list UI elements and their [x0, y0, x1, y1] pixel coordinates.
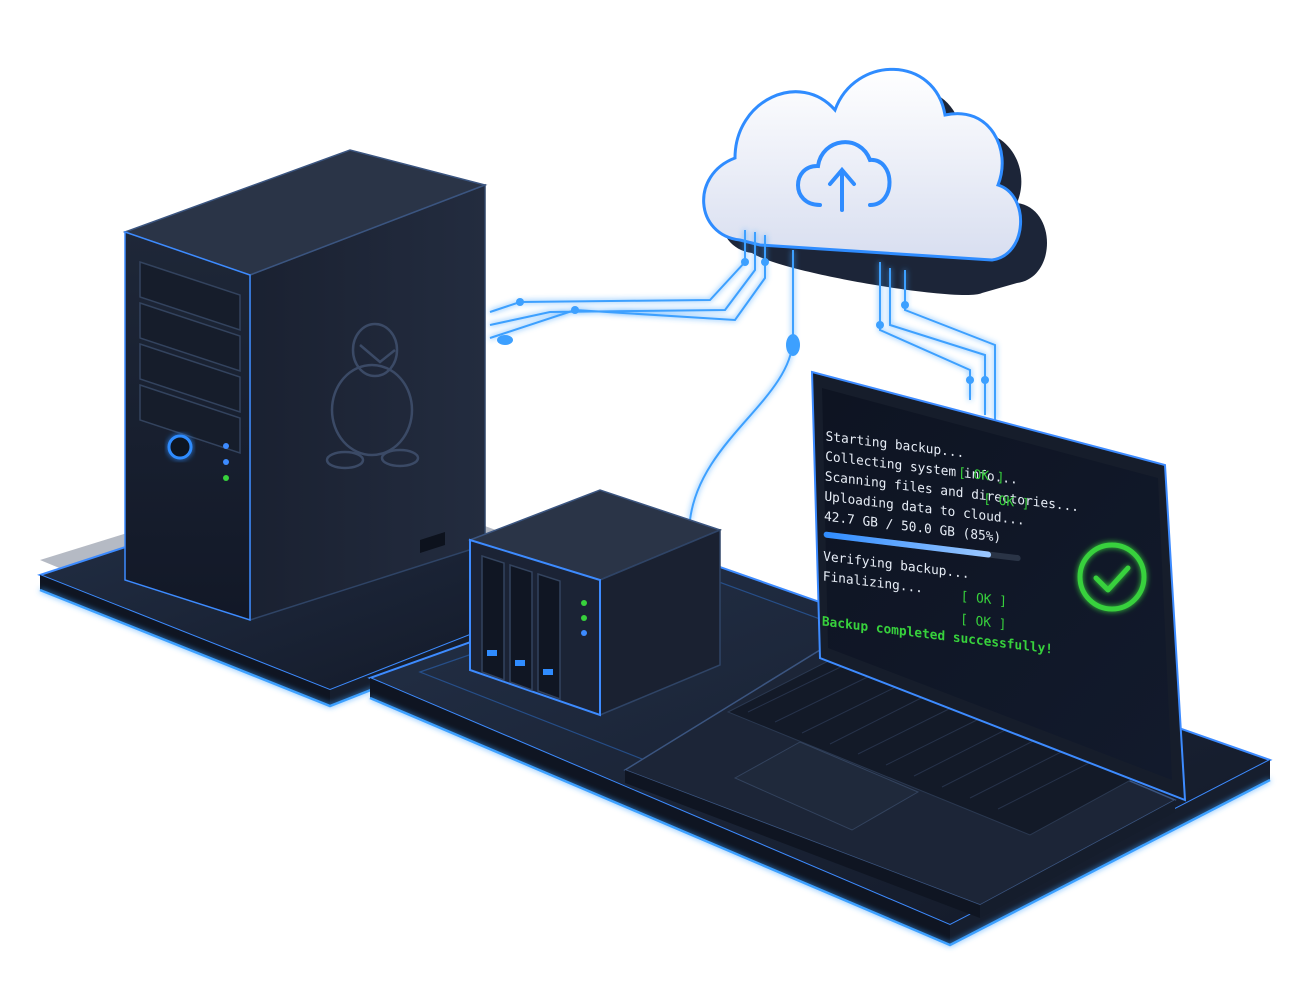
status-led [581, 600, 587, 606]
cloud-upload-icon [796, 140, 892, 212]
trackpad [733, 741, 920, 831]
status-led [581, 615, 587, 621]
nas-drive-bays [481, 554, 561, 701]
terminal-status: [ OK ] [960, 612, 1007, 633]
connection-nodes [497, 258, 989, 384]
drive-bays [139, 260, 241, 455]
power-button-icon [167, 434, 193, 460]
terminal-status: [ OK ] [961, 589, 1008, 610]
check-circle-icon [1077, 542, 1147, 612]
linux-server-tower [122, 149, 488, 622]
upload-progress-fill [823, 531, 992, 558]
terminal-status: [ OK ] [983, 492, 1030, 513]
laptop [623, 370, 1187, 918]
laptop-screen [822, 388, 1172, 780]
terminal-status: [ OK ] [958, 466, 1005, 487]
keyboard-keys [747, 659, 1106, 810]
status-led [223, 443, 229, 449]
status-led [223, 459, 229, 465]
nas-device [467, 489, 723, 717]
linux-penguin-icon [325, 322, 420, 470]
cloud [702, 67, 1047, 295]
status-led [223, 475, 229, 481]
status-led [581, 630, 587, 636]
